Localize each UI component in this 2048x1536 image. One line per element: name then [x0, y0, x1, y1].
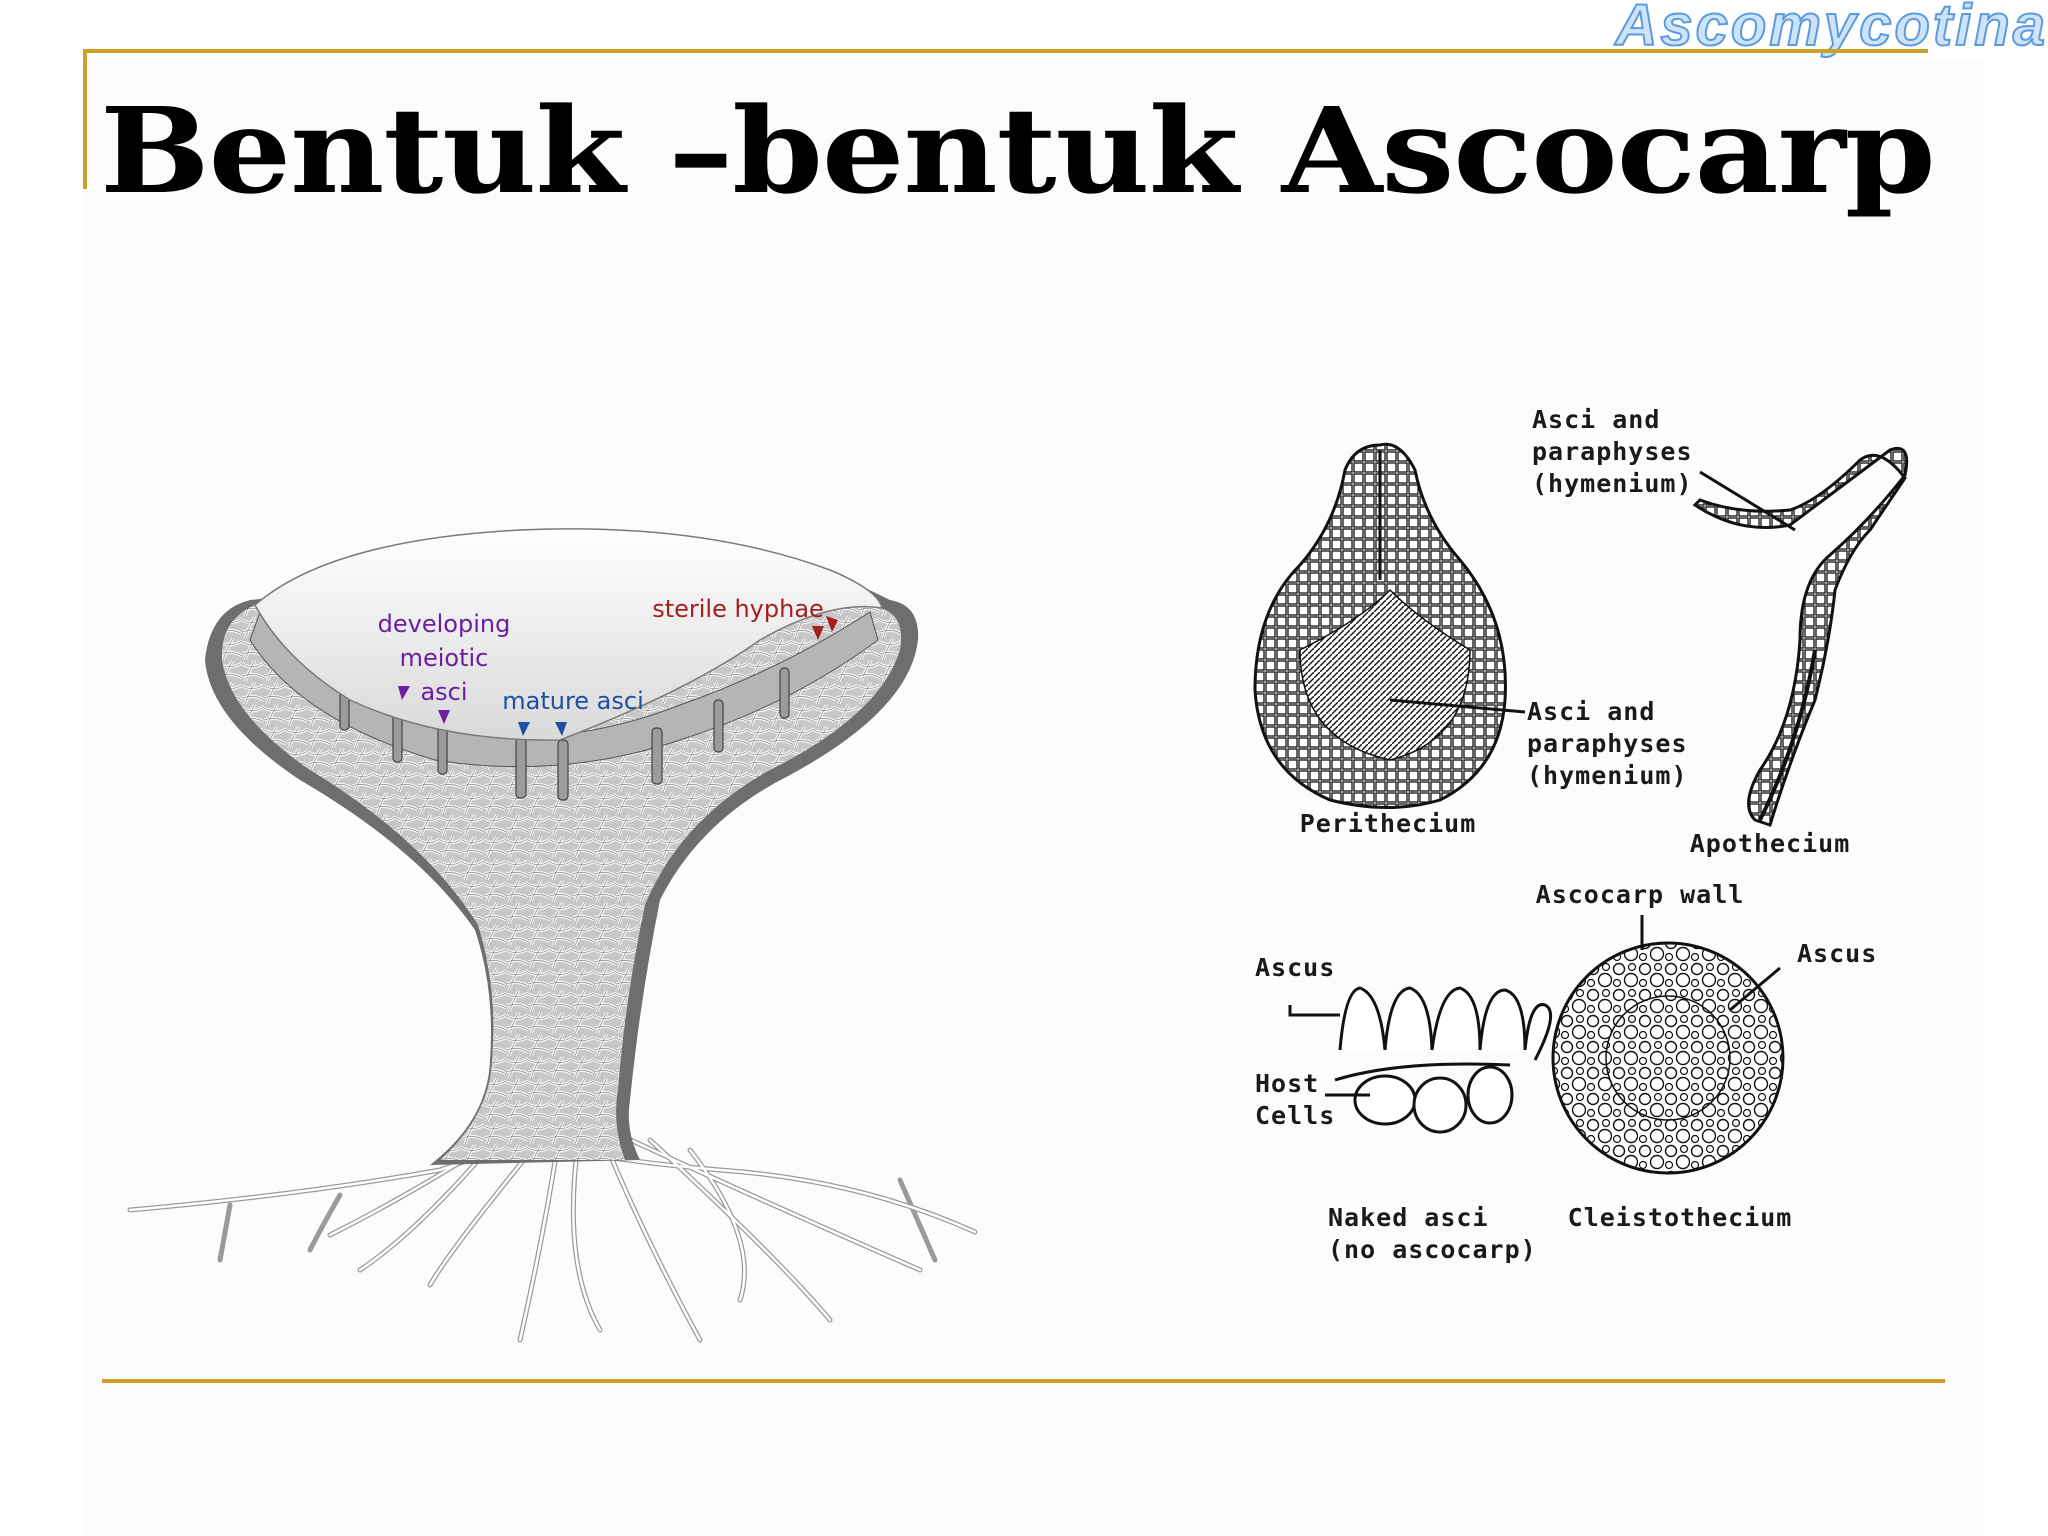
- apothecium-small-figure: [1692, 447, 1909, 827]
- perithecium-figure: [1253, 442, 1507, 809]
- label-sterile-hyphae: sterile hyphae: [652, 595, 824, 623]
- perithecium-pointer: [1389, 698, 1526, 714]
- cleistothecium-figure: [1551, 941, 1785, 1175]
- top-rule: [83, 49, 1928, 53]
- cleistothecium-wall-label: Ascocarp wall: [1536, 880, 1745, 909]
- naked-asci-figure: [1334, 986, 1553, 1134]
- naked-asci-ascus-label: Ascus: [1255, 953, 1335, 982]
- naked-asci-pointer-1: [1288, 1005, 1340, 1017]
- perithecium-label-3: (hymenium): [1527, 761, 1688, 790]
- apothecium-cap-surface: [254, 528, 883, 741]
- cleistothecium-name: Cleistothecium: [1568, 1203, 1793, 1232]
- naked-asci-name-1: Naked asci: [1328, 1203, 1489, 1232]
- apothecium-pointer: [1699, 470, 1796, 532]
- perithecium-name: Perithecium: [1300, 809, 1477, 838]
- apothecium-label-3: (hymenium): [1532, 469, 1693, 498]
- bottom-rule: [102, 1379, 1945, 1383]
- arrow-developing-1: [398, 686, 410, 700]
- perithecium-label-2: paraphyses: [1527, 729, 1688, 758]
- label-developing-1: developing: [378, 610, 511, 638]
- naked-asci-host-2: Cells: [1255, 1101, 1335, 1130]
- apothecium-name: Apothecium: [1690, 829, 1851, 858]
- apothecium-label-2: paraphyses: [1532, 437, 1693, 466]
- cleistothecium-ascus-label: Ascus: [1797, 939, 1877, 968]
- arrow-mature-2: [555, 722, 567, 736]
- side-rule: [83, 49, 87, 189]
- naked-asci-host-1: Host: [1255, 1069, 1319, 1098]
- naked-asci-name-2: (no ascocarp): [1328, 1235, 1537, 1264]
- label-developing-2: meiotic: [400, 644, 489, 672]
- apothecium-label-1: Asci and: [1532, 405, 1660, 434]
- slide-title: Bentuk –bentuk Ascocarp: [100, 81, 1936, 220]
- cleistothecium-pointer-2: [1729, 966, 1781, 1012]
- arrow-sterile-2: [826, 616, 838, 632]
- apothecium-cross-section: developing meiotic asci mature asci ster…: [127, 528, 978, 1343]
- label-developing-3: asci: [420, 678, 467, 706]
- arrow-sterile-1: [812, 626, 824, 640]
- arrow-developing-2: [438, 710, 450, 724]
- arrow-mature-1: [518, 722, 530, 736]
- perithecium-label-1: Asci and: [1527, 697, 1655, 726]
- label-mature-asci: mature asci: [502, 687, 644, 715]
